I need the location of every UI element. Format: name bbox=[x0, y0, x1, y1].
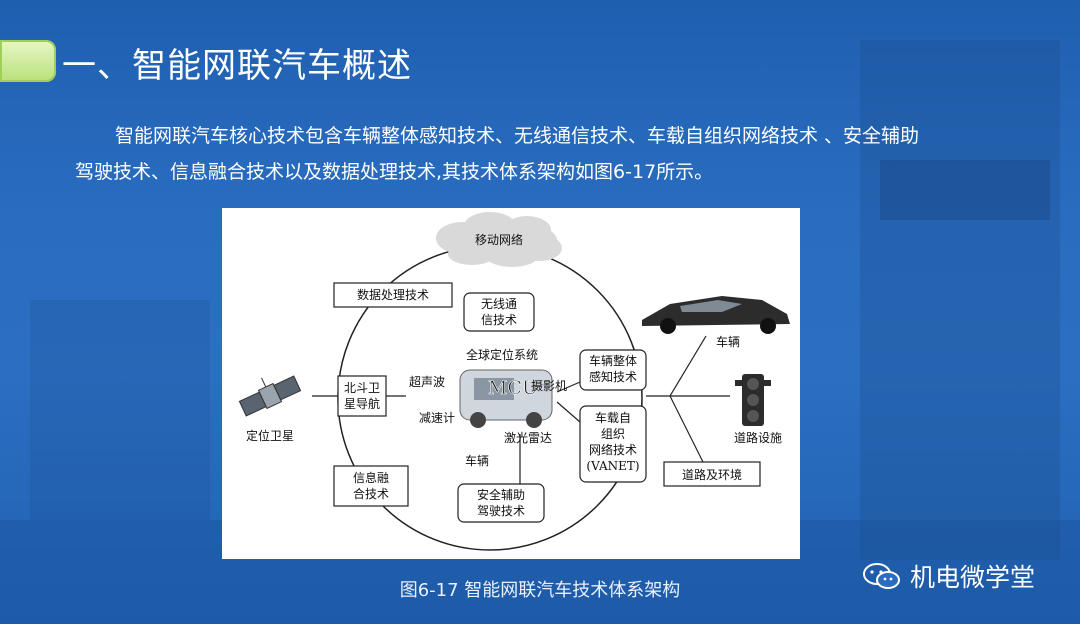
architecture-diagram: 移动网络 数据处理技术 无线通 信技术 全球定位系 bbox=[238, 212, 790, 551]
perception-label-1: 车辆整体 bbox=[589, 353, 637, 368]
road-facility-label: 道路设施 bbox=[734, 430, 782, 445]
vanet-label-2: 组织 bbox=[601, 427, 625, 441]
speed-meter-label: 减速计 bbox=[419, 411, 455, 425]
safety-label-2: 驾驶技术 bbox=[477, 503, 525, 518]
wireless-label-1: 无线通 bbox=[481, 297, 517, 311]
beidou-label-2: 星导航 bbox=[344, 396, 380, 411]
fusion-label-2: 合技术 bbox=[353, 486, 389, 501]
car-label: 车辆 bbox=[716, 334, 740, 349]
wechat-icon bbox=[863, 563, 900, 589]
slide-title: 一、智能网联汽车概述 bbox=[62, 46, 412, 86]
figure-caption: 图6-17 智能网联汽车技术体系架构 bbox=[399, 580, 681, 601]
safety-label-1: 安全辅助 bbox=[477, 487, 525, 502]
vehicle-center-label: 车辆 bbox=[465, 453, 489, 468]
satellite-icon bbox=[238, 375, 302, 417]
camera-label: 摄影机 bbox=[531, 378, 567, 393]
gps-label: 全球定位系统 bbox=[466, 347, 538, 362]
data-processing-label: 数据处理技术 bbox=[357, 287, 429, 302]
ultrasonic-label: 超声波 bbox=[409, 374, 445, 389]
vanet-label-4: (VANET) bbox=[586, 459, 639, 473]
wireless-label-2: 信技术 bbox=[481, 313, 517, 327]
boxes bbox=[333, 282, 761, 523]
sports-car-icon bbox=[642, 296, 790, 334]
lidar-label: 激光雷达 bbox=[504, 431, 552, 445]
cloud-label: 移动网络 bbox=[475, 232, 523, 247]
paragraph-line-1: 智能网联汽车核心技术包含车辆整体感知技术、无线通信技术、车载自组织网络技术 、安… bbox=[115, 125, 920, 147]
mcu-car-icon bbox=[459, 369, 553, 428]
cloud-shape bbox=[436, 212, 562, 267]
architecture-figure: 移动网络 数据处理技术 无线通 信技术 全球定位系 bbox=[222, 208, 800, 559]
title-accent-bar bbox=[0, 40, 56, 82]
satellite-label: 定位卫星 bbox=[246, 428, 294, 443]
vanet-label-3: 网络技术 bbox=[589, 442, 637, 457]
perception-label-2: 感知技术 bbox=[589, 369, 637, 384]
beidou-label-1: 北斗卫 bbox=[344, 381, 380, 395]
traffic-light-icon bbox=[735, 374, 771, 426]
brand-name: 机电微学堂 bbox=[910, 563, 1036, 592]
road-env-label: 道路及环境 bbox=[682, 467, 742, 482]
intro-paragraph: 智能网联汽车核心技术包含车辆整体感知技术、无线通信技术、车载自组织网络技术 、安… bbox=[75, 118, 1035, 190]
brand-watermark: 机电微学堂 bbox=[862, 558, 1035, 594]
connector-lines bbox=[312, 316, 730, 484]
vanet-label-1: 车载自 bbox=[595, 410, 631, 425]
mcu-label: MCU bbox=[488, 377, 538, 399]
paragraph-line-2: 驾驶技术、信息融合技术以及数据处理技术,其技术体系架构如图6-17所示。 bbox=[75, 161, 714, 183]
fusion-label-1: 信息融 bbox=[353, 470, 389, 485]
